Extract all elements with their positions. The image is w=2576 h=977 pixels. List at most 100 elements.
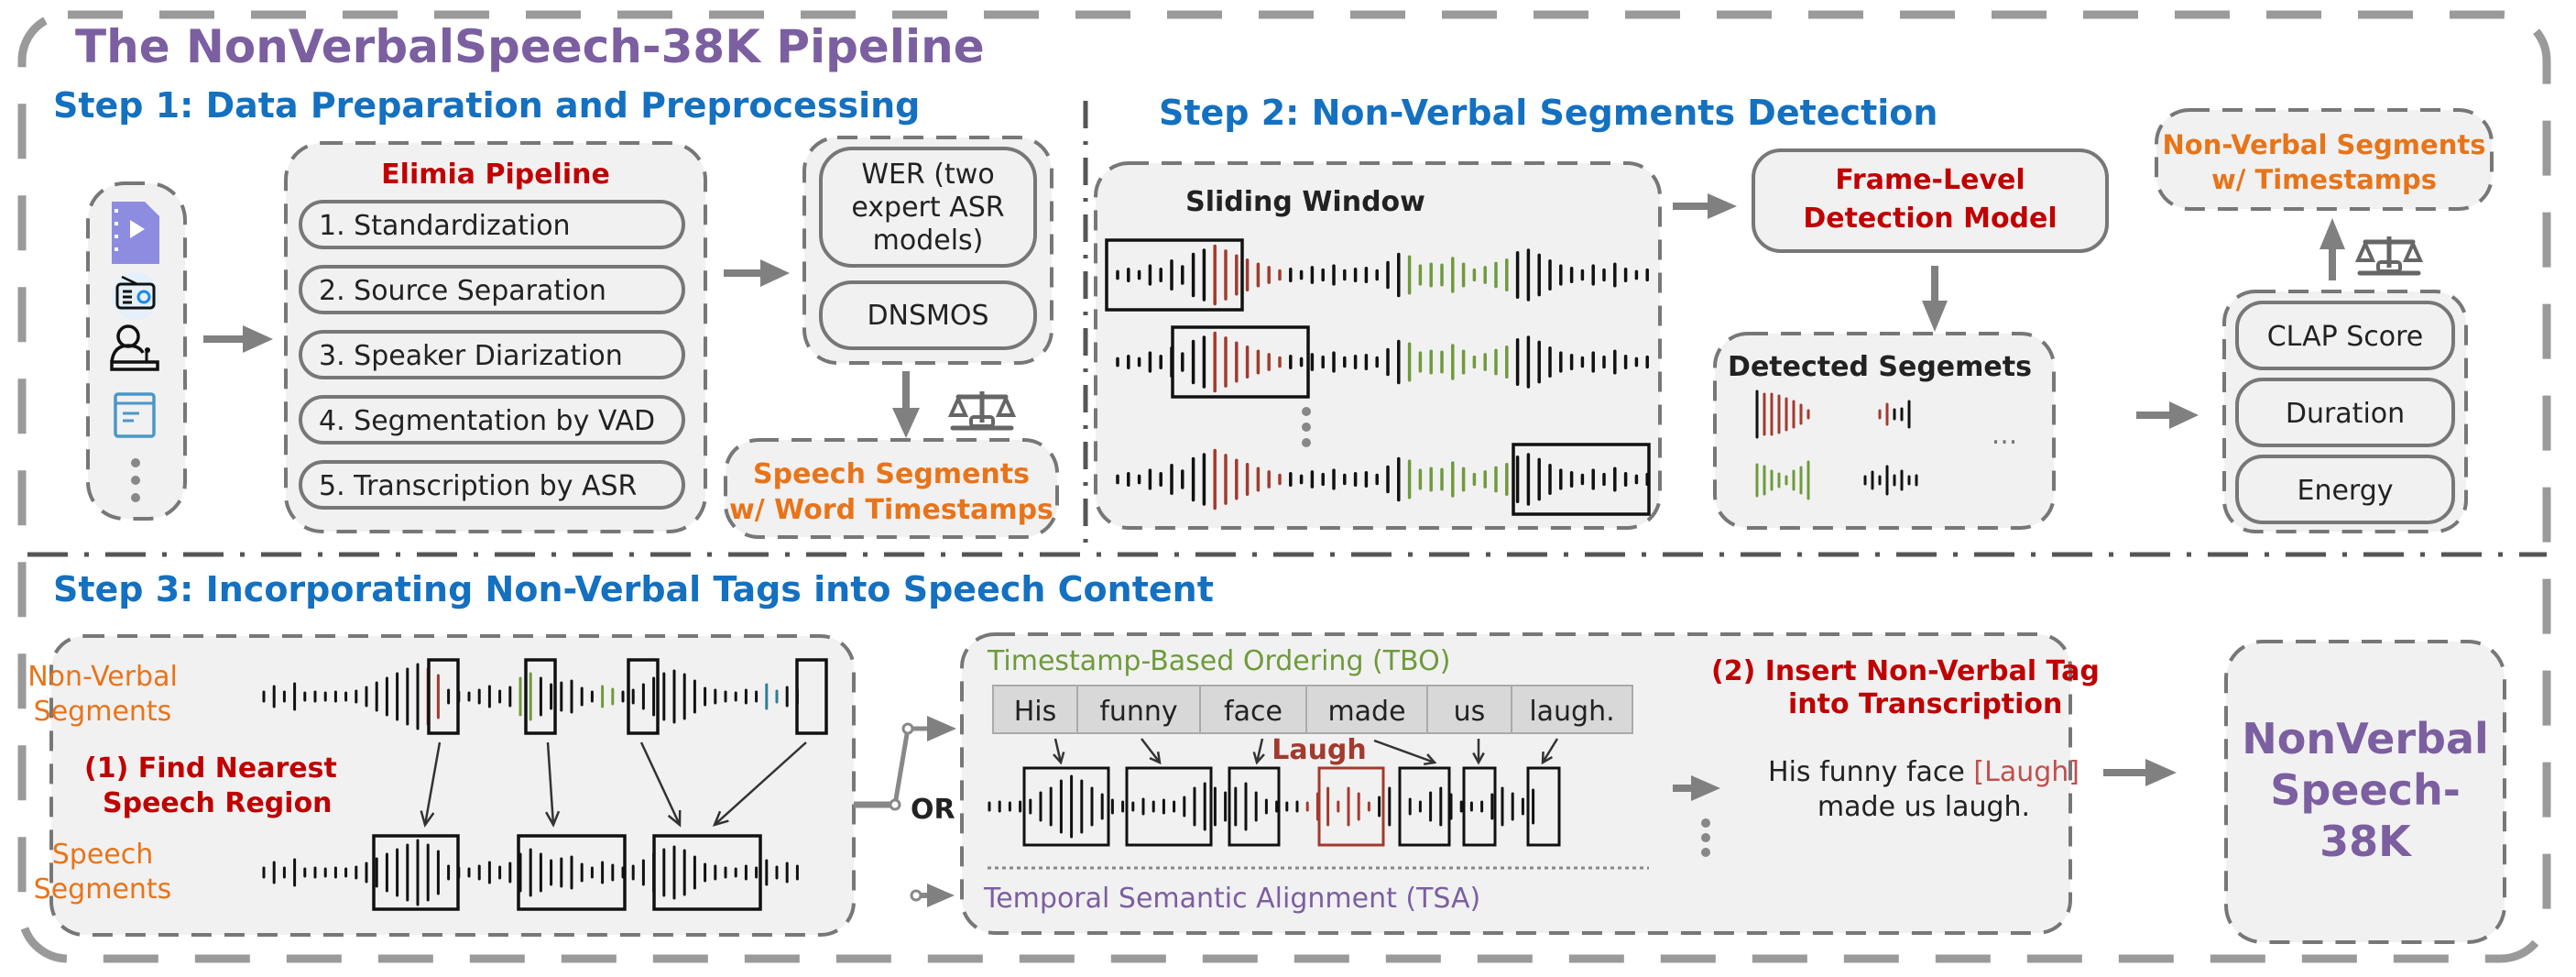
word-to-timestamp-arrow — [1373, 739, 1437, 766]
detector-line-2: Detection Model — [1803, 203, 2057, 235]
video-file-icon — [112, 202, 159, 264]
tbo-waveform — [988, 738, 1561, 847]
speech-waveform — [262, 834, 799, 911]
arrow-sources-to-elimia — [203, 325, 273, 353]
transcript-word: His — [992, 685, 1078, 734]
elimia-stage-label: 1. Standardization — [319, 210, 571, 242]
segment-filter: CLAP Score — [2235, 301, 2455, 370]
speech-segments-label-2: Segments — [34, 873, 172, 906]
step2-heading: Step 2: Non-Verbal Segments Detection — [1159, 93, 1937, 133]
step1-heading: Step 1: Data Preparation and Preprocessi… — [53, 85, 920, 126]
nearest-region-arrow — [639, 741, 682, 828]
elimia-stage-label: 5. Transcription by ASR — [319, 470, 637, 502]
or-branch-connector — [854, 716, 956, 907]
speech-segments-line-1: Speech Segments — [753, 458, 1030, 490]
detected-ellipsis: ... — [1992, 419, 2018, 451]
transcript-word-label: made — [1327, 696, 1405, 728]
window-frame — [1512, 443, 1651, 516]
transcript-word-label: face — [1224, 696, 1283, 728]
balance-scale-icon — [2354, 236, 2424, 276]
waveform-row — [1116, 443, 1651, 516]
segment-filter: Duration — [2235, 378, 2455, 447]
nonverbalspeech-38k-box — [2224, 640, 2506, 944]
wer-line-2: expert ASR — [851, 192, 1004, 224]
nonverbal-segments-output — [2155, 108, 2494, 211]
segment-filter-label: CLAP Score — [2267, 321, 2424, 353]
vertical-ellipsis-icon — [1701, 818, 1710, 857]
tagged-text-tag: [Laugh] — [1973, 756, 2079, 788]
nearest-region-arrow — [420, 741, 442, 828]
nearest-region-arrow — [545, 741, 561, 828]
document-icon — [114, 392, 156, 438]
radio-icon — [112, 272, 159, 320]
speech-window — [517, 834, 627, 911]
word-timestamp-box — [1526, 766, 1561, 847]
elimia-stage-label: 4. Segmentation by VAD — [319, 405, 655, 437]
speech-window — [652, 834, 762, 911]
arrow-detected-to-filters — [2136, 401, 2199, 429]
arrow-filters-to-speech-segments — [892, 371, 920, 438]
word-to-timestamp-arrow — [1141, 738, 1162, 765]
word-timestamp-box — [1462, 766, 1497, 847]
tbo-title: Timestamp-Based Ordering (TBO) — [987, 645, 1450, 677]
detected-segments-label: Detected Segemets — [1728, 351, 2032, 383]
speech-segments-output — [724, 438, 1059, 539]
nv-segments-label-2: Segments — [34, 696, 172, 728]
insert-tag-label-2: into Transcription — [1788, 688, 2062, 720]
nonverbal-waveform — [262, 658, 828, 735]
elimia-stage-label: 2. Source Separation — [319, 275, 606, 307]
wer-line-1: WER (two — [861, 159, 994, 191]
speech-window — [372, 834, 460, 911]
elimia-stage: 4. Segmentation by VAD — [299, 395, 685, 445]
word-timestamp-box — [1125, 766, 1213, 847]
frame-level-detection-model — [1752, 148, 2109, 253]
detected-segment-waveforms — [1755, 390, 1918, 500]
transcript-word-label: His — [1014, 696, 1057, 728]
word-to-timestamp-arrow — [1053, 738, 1065, 765]
window-frame — [1105, 238, 1244, 312]
nonverbal-window — [427, 658, 460, 735]
transcript-word: laugh. — [1511, 685, 1633, 734]
word-timestamp-box — [1228, 766, 1281, 847]
wer-filter — [819, 147, 1037, 268]
word-to-timestamp-arrow — [1252, 738, 1265, 765]
dataset-name-line-3: 38K — [2319, 817, 2413, 866]
sources-box — [86, 181, 187, 521]
transcript-word: us — [1426, 685, 1512, 734]
elimia-stage-list: 1. Standardization 2. Source Separation 3.… — [299, 200, 685, 510]
segment-filter: Energy — [2235, 455, 2455, 524]
transcript-word: face — [1199, 685, 1307, 734]
word-to-timestamp-arrow — [1472, 739, 1485, 765]
dnsmos-label: DNSMOS — [867, 300, 988, 332]
sliding-window-label: Sliding Window — [1185, 186, 1425, 218]
elimia-stage: 3. Speaker Diarization — [299, 330, 685, 379]
arrow-to-result-text — [1673, 775, 1720, 801]
elimia-stage: 2. Source Separation — [299, 265, 685, 314]
outer-frame — [17, 10, 2551, 963]
dnsmos-filter — [819, 280, 1037, 350]
insert-tag-label-1: (2) Insert Non-Verbal Tag — [1711, 655, 2100, 687]
elimia-stage-label: 3. Speaker Diarization — [319, 340, 623, 372]
laugh-tag-label: Laugh — [1272, 734, 1367, 766]
arrow-detector-to-detected — [1922, 266, 1948, 332]
transcript-word: funny — [1076, 685, 1201, 734]
arrow-step3-final-visible — [2103, 759, 2177, 786]
step3-heading: Step 3: Incorporating Non-Verbal Tags in… — [53, 569, 1214, 609]
find-nearest-label-1: (1) Find Nearest — [84, 752, 337, 785]
step3-waveforms — [262, 658, 828, 911]
nv-segments-label-1: Non-Verbal — [27, 661, 178, 693]
detector-line-1: Frame-Level — [1835, 164, 2025, 196]
arrow-elimia-to-filters — [724, 259, 790, 287]
speaker-podium-icon — [110, 324, 159, 371]
sliding-window-waveforms — [1105, 238, 1651, 516]
elimia-title: Elimia Pipeline — [381, 159, 610, 191]
segment-filter-label: Duration — [2286, 398, 2405, 430]
window-frame — [1171, 325, 1310, 399]
tsa-title: Temporal Semantic Alignment (TSA) — [983, 883, 1480, 915]
transcript-word: made — [1305, 685, 1428, 734]
speech-segments-line-2: w/ Word Timestamps — [729, 494, 1053, 526]
elimia-stage: 5. Transcription by ASR — [299, 460, 685, 510]
vertical-ellipsis-icon — [131, 458, 140, 502]
